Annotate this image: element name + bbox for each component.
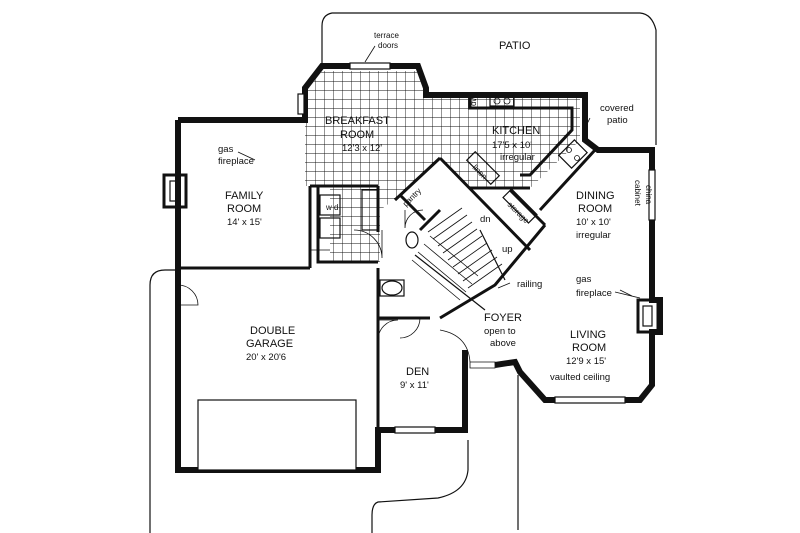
label-den: DEN	[406, 366, 429, 378]
label-gas-fireplace-right-2: fireplace	[576, 288, 612, 299]
label-china-cabinet: china	[644, 185, 653, 205]
windows	[197, 62, 656, 471]
label-breakfast-dim: 12'3 x 12'	[342, 143, 382, 154]
label-terrace-doors-2: doors	[378, 41, 398, 50]
label-den-dim: 9' x 11'	[400, 380, 429, 391]
label-dining-note: irregular	[576, 230, 611, 241]
label-garage-dim: 20' x 20'6	[246, 352, 286, 363]
label-gas-fireplace-left: gas	[218, 144, 234, 155]
label-dining-room: DINING	[576, 190, 615, 202]
label-family-room: FAMILY	[225, 190, 264, 202]
patio-outline	[321, 12, 657, 145]
label-living-note: vaulted ceiling	[550, 372, 610, 383]
fireplace-family-icon	[162, 173, 188, 209]
label-breakfast-room: BREAKFAST	[325, 115, 390, 127]
label-patio: PATIO	[499, 40, 531, 52]
kitchen-fixtures	[465, 95, 588, 224]
label-foyer-note: open to	[484, 326, 516, 337]
label-dw: dw	[469, 96, 478, 106]
door-swings	[177, 209, 633, 369]
label-covered-patio: covered	[600, 103, 634, 114]
label-foyer: FOYER	[484, 312, 522, 324]
label-living-room-2: ROOM	[572, 342, 606, 354]
label-kitchen: KITCHEN	[492, 125, 540, 137]
label-gas-fireplace-right: gas	[576, 274, 592, 285]
label-kitchen-note: irregular	[500, 152, 535, 163]
label-family-dim: 14' x 15'	[227, 217, 262, 228]
label-kitchen-dim: 17'5 x 10'	[492, 140, 532, 151]
label-double-garage-2: GARAGE	[246, 338, 293, 350]
label-living-dim: 12'9 x 15'	[566, 356, 606, 367]
label-covered-patio-2: patio	[607, 115, 628, 126]
leader-lines	[237, 45, 641, 299]
label-railing: railing	[517, 279, 542, 290]
label-up: up	[502, 244, 513, 255]
label-breakfast-room-2: ROOM	[340, 129, 374, 141]
label-dining-room-2: ROOM	[578, 203, 612, 215]
label-family-room-2: ROOM	[227, 203, 261, 215]
label-foyer-note-2: above	[490, 338, 516, 349]
label-wd: w d	[325, 203, 338, 212]
fireplace-living-icon	[636, 298, 660, 334]
stairs	[411, 207, 506, 311]
label-terrace-doors: terrace	[374, 31, 399, 40]
label-china-cabinet-2: cabinet	[633, 180, 642, 207]
breakfast-tile-floor	[305, 71, 580, 262]
label-storage: storage	[506, 200, 532, 226]
label-double-garage: DOUBLE	[250, 325, 295, 337]
label-dining-dim: 10' x 10'	[576, 217, 611, 228]
label-gas-fireplace-left-2: fireplace	[218, 156, 254, 167]
site-lines	[149, 269, 519, 533]
label-living-room: LIVING	[570, 329, 606, 341]
laundry-area	[319, 189, 419, 297]
label-dn: dn	[480, 214, 491, 225]
